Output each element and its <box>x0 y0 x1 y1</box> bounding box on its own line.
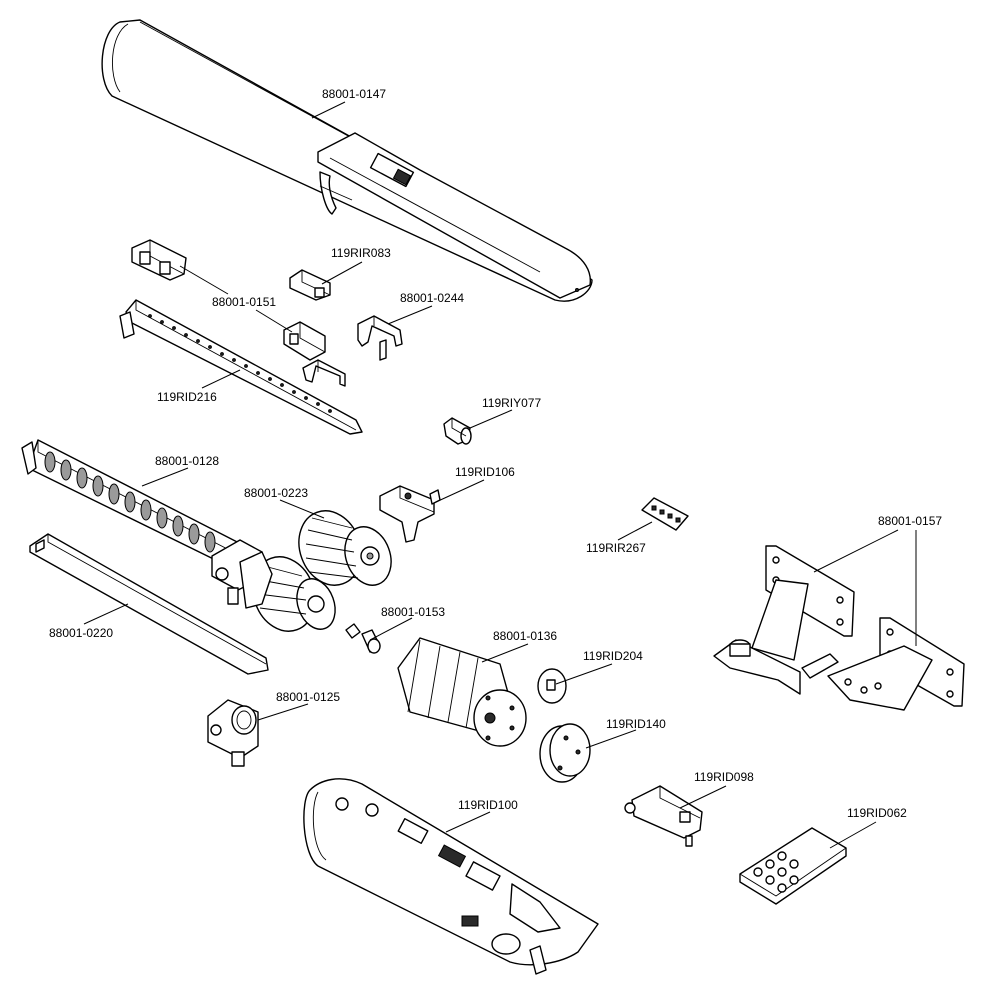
leader-119RIR267 <box>617 521 653 541</box>
part-119RIY077-drawing <box>443 417 472 445</box>
part-119RID140-drawing <box>539 723 591 783</box>
part-88001-0147-drawing <box>101 19 593 302</box>
label-119RID062: 119RID062 <box>847 806 907 820</box>
label-119RIR083: 119RIR083 <box>331 246 391 260</box>
leader-88001-0223 <box>279 499 325 519</box>
part-88001-0151-drawing <box>131 239 346 387</box>
part-88001-0220-drawing <box>29 533 269 675</box>
part-119RID106-drawing <box>379 485 441 543</box>
part-119RID098-drawing <box>624 785 703 847</box>
label-88001-0128: 88001-0128 <box>155 454 219 468</box>
leader-88001-0153 <box>369 617 413 641</box>
leader-88001-0136 <box>481 643 529 663</box>
leader-88001-0157-a <box>813 529 899 573</box>
leader-88001-0147 <box>311 101 346 119</box>
leader-88001-0220 <box>83 603 129 625</box>
label-88001-0244: 88001-0244 <box>400 291 464 305</box>
label-88001-0157: 88001-0157 <box>878 514 942 528</box>
part-88001-0244-drawing <box>357 315 403 361</box>
label-88001-0223: 88001-0223 <box>244 486 308 500</box>
label-88001-0125: 88001-0125 <box>276 690 340 704</box>
label-119RID098: 119RID098 <box>694 770 754 784</box>
leader-119RID204 <box>555 663 613 685</box>
leader-119RID106 <box>435 479 485 503</box>
label-88001-0136: 88001-0136 <box>493 629 557 643</box>
part-88001-0128-drawing <box>21 439 263 605</box>
part-119RIR083-drawing <box>289 269 331 301</box>
part-88001-0223-drawing <box>239 510 392 632</box>
leader-119RID216 <box>201 369 241 389</box>
label-119RID204: 119RID204 <box>583 649 643 663</box>
label-119RID140: 119RID140 <box>606 717 666 731</box>
label-88001-0153: 88001-0153 <box>381 605 445 619</box>
leader-119RIY077 <box>469 409 513 429</box>
part-88001-0157-drawing <box>713 545 965 711</box>
leader-88001-0244 <box>387 305 433 325</box>
leader-88001-0128 <box>141 467 189 487</box>
leader-119RID100 <box>445 811 491 833</box>
label-88001-0147: 88001-0147 <box>322 87 386 101</box>
part-119RID062-drawing <box>739 827 847 905</box>
part-119RID100-drawing <box>303 778 599 975</box>
part-88001-0153-drawing <box>345 623 381 654</box>
leader-119RID140 <box>585 729 637 749</box>
label-119RID106: 119RID106 <box>455 465 515 479</box>
label-88001-0151: 88001-0151 <box>212 295 276 309</box>
leader-88001-0125 <box>257 703 309 721</box>
part-119RID216-drawing <box>119 299 363 435</box>
part-88001-0125-drawing <box>207 699 259 767</box>
label-119RIY077: 119RIY077 <box>482 396 541 410</box>
label-119RIR267: 119RIR267 <box>586 541 646 555</box>
part-119RIR267-drawing <box>641 497 689 531</box>
part-119RID204-drawing <box>537 668 567 704</box>
label-119RID216: 119RID216 <box>157 390 217 404</box>
leader-88001-0151-b <box>255 309 293 333</box>
leader-88001-0151-a <box>179 265 229 295</box>
leader-119RID098 <box>679 785 727 809</box>
leader-119RID062 <box>829 821 877 849</box>
leader-lines <box>83 101 917 849</box>
label-119RID100: 119RID100 <box>458 798 518 812</box>
label-88001-0220: 88001-0220 <box>49 626 113 640</box>
leader-119RIR083 <box>321 261 363 285</box>
part-labels: 88001-0147 119RIR083 88001-0151 88001-02… <box>49 87 942 820</box>
part-88001-0136-drawing <box>397 637 527 747</box>
